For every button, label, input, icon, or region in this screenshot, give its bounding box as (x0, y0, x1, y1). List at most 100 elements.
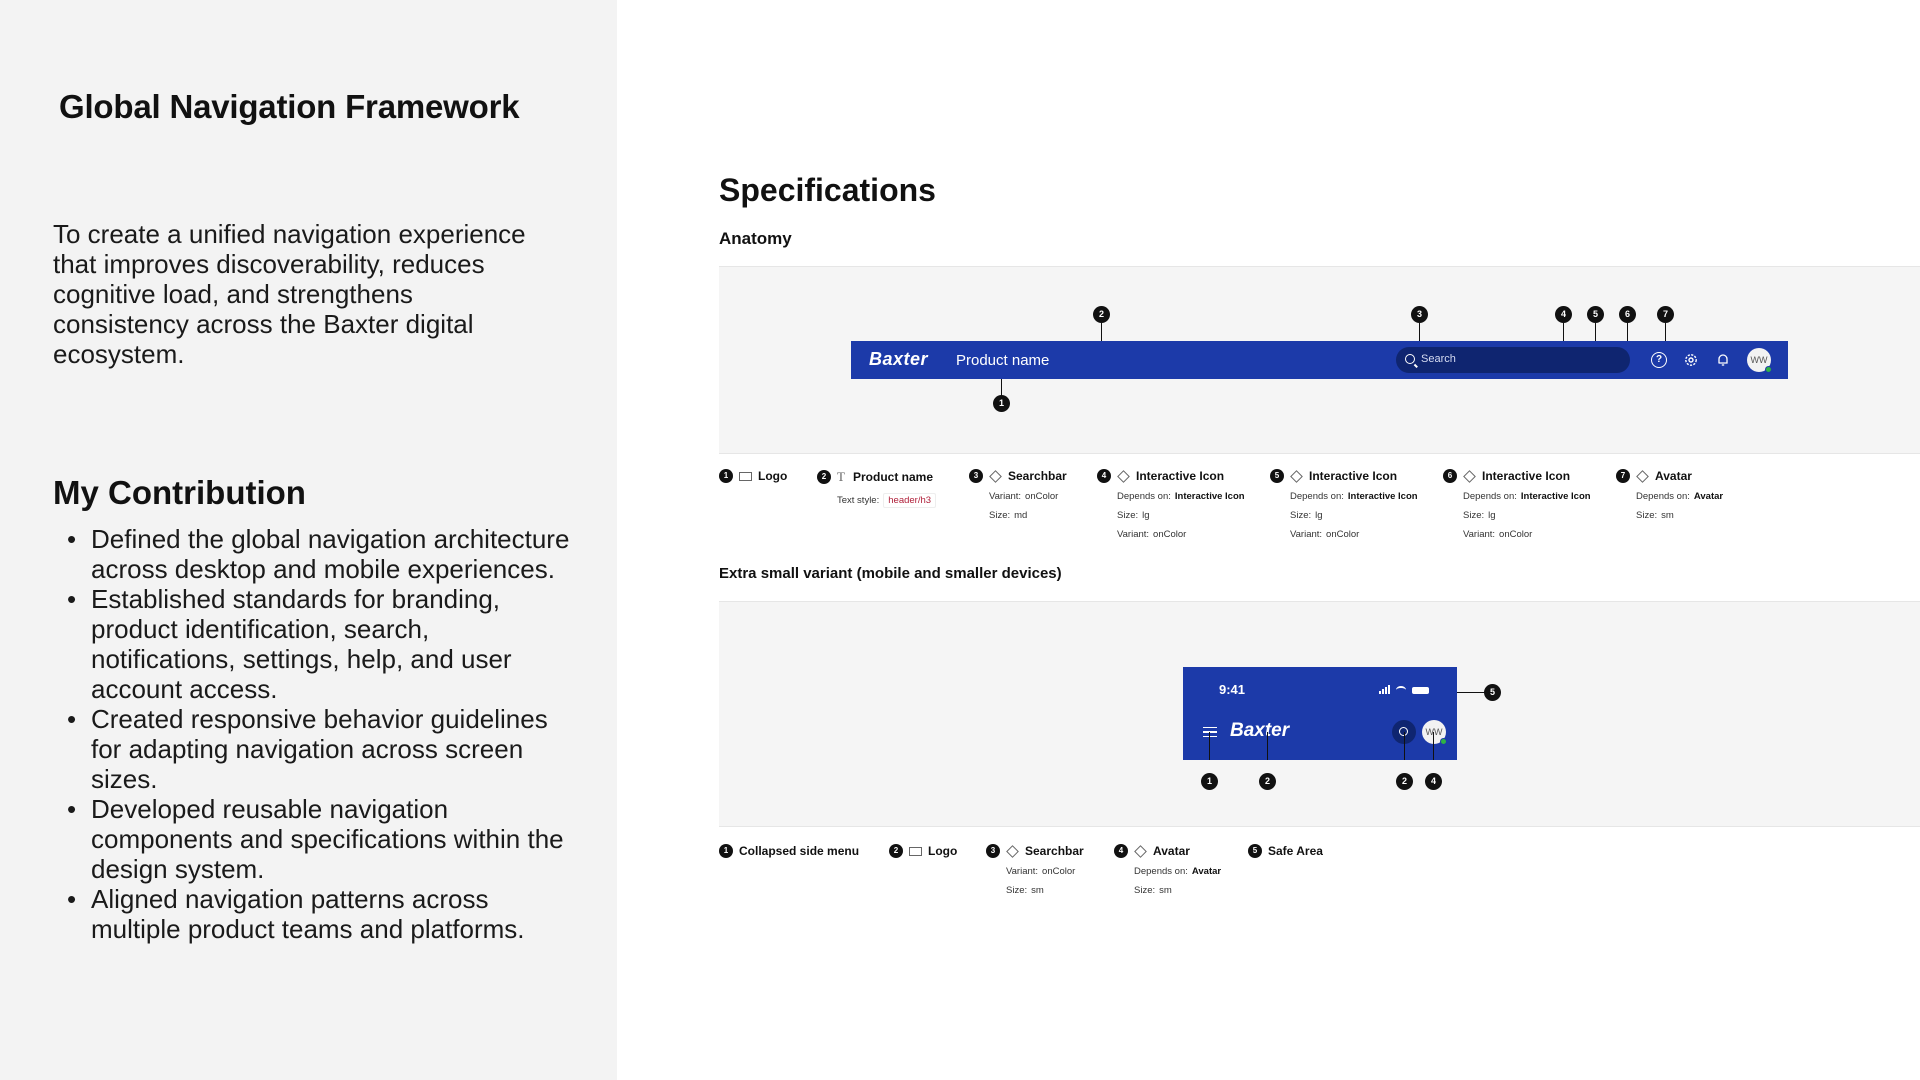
left-panel: Global Navigation Framework To create a … (0, 0, 617, 1080)
legend-item-collapsed-menu: 1 Collapsed side menu (719, 844, 859, 858)
help-icon[interactable]: ? (1651, 352, 1667, 368)
prop-key: Size: (1117, 510, 1139, 521)
specifications-title: Specifications (719, 172, 936, 208)
legend-label: Interactive Icon (1309, 469, 1398, 483)
prop-key: Depends on: (1463, 491, 1517, 502)
intro-paragraph: To create a unified navigation experienc… (53, 219, 526, 369)
legend-label: Collapsed side menu (739, 844, 860, 858)
component-diamond-icon (1290, 469, 1303, 483)
desktop-global-nav: Baxter Product name Search ? WW (851, 341, 1788, 379)
legend-label: Avatar (1153, 844, 1190, 858)
frame-icon (739, 471, 752, 481)
prop-key: Depends on: (1636, 491, 1690, 502)
callout-line (1404, 732, 1405, 760)
component-diamond-icon (1117, 469, 1130, 483)
legend-label: Interactive Icon (1482, 469, 1571, 483)
legend-number: 5 (1270, 469, 1284, 483)
prop-key: Variant: (1117, 529, 1150, 540)
prop-value: sm (1031, 885, 1044, 896)
legend-item-logo: 2 Logo (889, 844, 957, 858)
legend-label: Searchbar (1025, 844, 1084, 858)
prop-value: lg (1142, 510, 1150, 521)
avatar[interactable]: WW (1422, 720, 1447, 745)
baxter-logo[interactable]: Baxter (1230, 720, 1290, 741)
bell-icon[interactable] (1715, 352, 1731, 368)
legend-number: 3 (969, 469, 983, 483)
callout-line (1001, 371, 1002, 401)
callout-line (1267, 732, 1268, 760)
prop-value: lg (1315, 510, 1323, 521)
gear-icon[interactable] (1683, 352, 1699, 368)
prop-key: Size: (1006, 885, 1028, 896)
legend-number: 1 (719, 844, 733, 858)
avatar-initials: WW (1750, 355, 1768, 365)
page-title: Global Navigation Framework (59, 88, 520, 125)
avatar[interactable]: WW (1747, 348, 1772, 373)
legend-number: 2 (889, 844, 903, 858)
legend-number: 1 (719, 469, 733, 483)
component-diamond-icon (1463, 469, 1476, 483)
search-bar[interactable]: Search (1396, 347, 1630, 373)
prop-value: Avatar (1693, 491, 1724, 502)
legend-label: Avatar (1655, 469, 1692, 483)
online-status-dot (1440, 738, 1447, 745)
legend-number: 2 (817, 470, 831, 484)
callout-line (1457, 692, 1487, 693)
legend-number: 3 (986, 844, 1000, 858)
component-diamond-icon (1636, 469, 1649, 483)
list-item: Developed reusable navigation components… (53, 794, 573, 884)
prop-key: Variant: (1463, 529, 1496, 540)
contribution-list: Defined the global navigation architectu… (53, 524, 573, 944)
legend-number: 4 (1097, 469, 1111, 483)
component-diamond-icon (1134, 844, 1147, 858)
prop-key: Variant: (1290, 529, 1323, 540)
legend-label: Product name (853, 470, 934, 484)
callout-line (1433, 732, 1434, 760)
callout-line (1101, 323, 1102, 341)
legend-number: 4 (1114, 844, 1128, 858)
callout-line (1209, 732, 1210, 760)
prop-key: Variant: (989, 491, 1022, 502)
legend-label: Logo (928, 844, 958, 858)
callout-marker-5: 5 (1484, 684, 1501, 701)
list-item: Established standards for branding, prod… (53, 584, 573, 704)
prop-value: onColor (1025, 491, 1059, 502)
mobile-anatomy-stage: 9:41 Baxter WW 1 2 2 4 5 (719, 601, 1920, 827)
prop-value: onColor (1326, 529, 1360, 540)
prop-value: Avatar (1191, 866, 1222, 877)
online-status-dot (1765, 366, 1772, 373)
legend-item-logo: 1 Logo (719, 469, 787, 483)
callout-marker-7: 7 (1657, 306, 1674, 323)
legend-number: 7 (1616, 469, 1630, 483)
contribution-title: My Contribution (53, 474, 306, 511)
prop-key: Size: (989, 510, 1011, 521)
component-diamond-icon (989, 469, 1002, 483)
legend-number: 5 (1248, 844, 1262, 858)
prop-value: onColor (1153, 529, 1187, 540)
text-style-token: header/h3 (883, 493, 937, 508)
prop-key: Depends on: (1117, 491, 1171, 502)
callout-marker-1: 1 (993, 395, 1010, 412)
anatomy-label: Anatomy (719, 229, 792, 248)
legend-label: Interactive Icon (1136, 469, 1225, 483)
legend-label: Logo (758, 469, 788, 483)
frame-icon (909, 846, 922, 856)
hamburger-menu-icon[interactable] (1203, 727, 1217, 737)
product-name[interactable]: Product name (956, 352, 1050, 369)
callout-marker-2: 2 (1396, 773, 1413, 790)
callout-marker-4: 4 (1555, 306, 1572, 323)
prop-value: onColor (1042, 866, 1076, 877)
callout-marker-2: 2 (1093, 306, 1110, 323)
status-bar-icons (1379, 685, 1429, 694)
prop-value: lg (1488, 510, 1496, 521)
prop-value: sm (1159, 885, 1172, 896)
list-item: Created responsive behavior guidelines f… (53, 704, 573, 794)
prop-key: Size: (1463, 510, 1485, 521)
prop-value: Interactive Icon (1347, 491, 1418, 502)
callout-marker-3: 3 (1411, 306, 1428, 323)
legend-number: 6 (1443, 469, 1457, 483)
baxter-logo[interactable]: Baxter (869, 349, 929, 369)
